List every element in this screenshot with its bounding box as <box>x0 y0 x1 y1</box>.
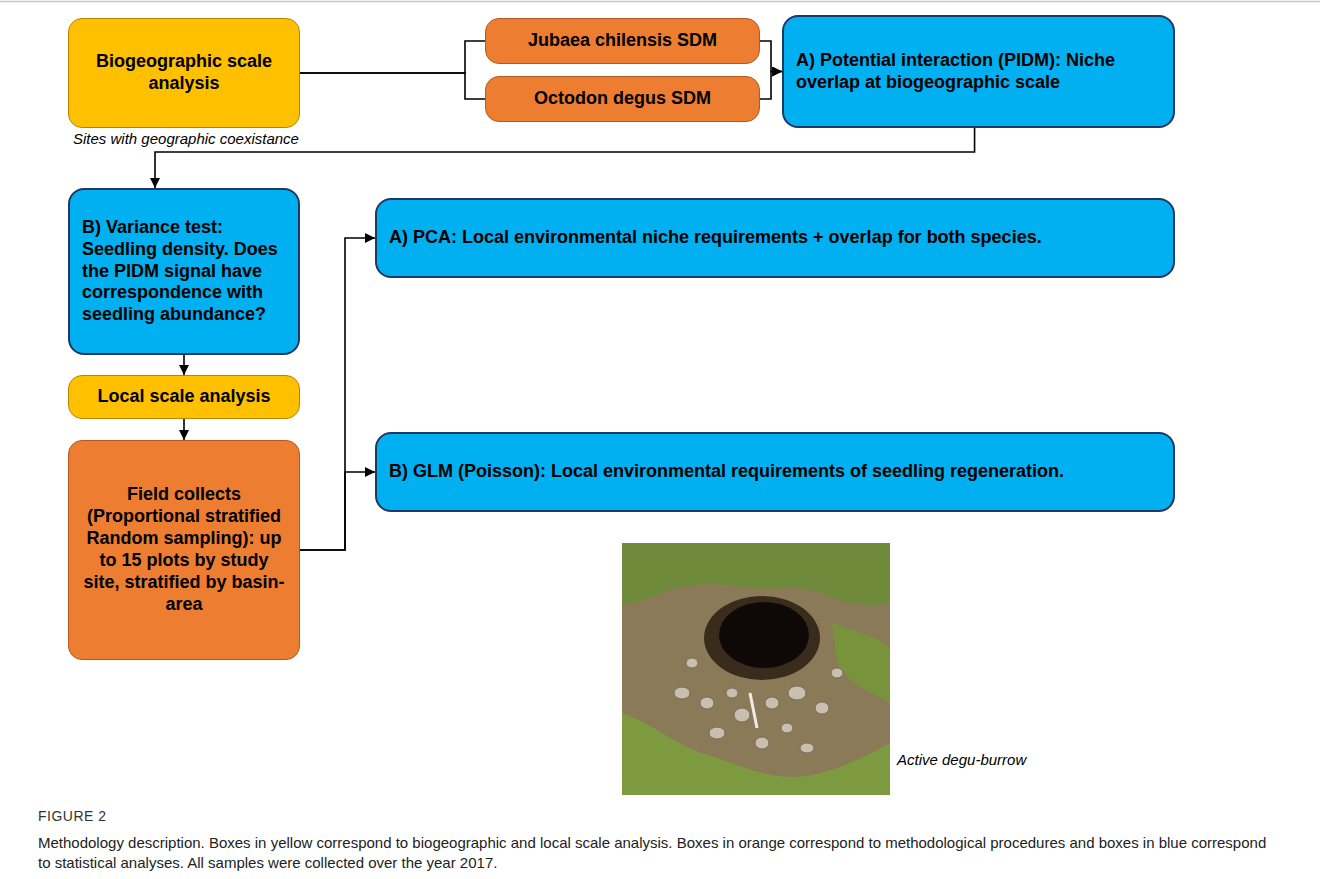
box-text: A) PCA: Local environmental niche requir… <box>389 227 1042 249</box>
procedure-box: Field collects (Proportional stratified … <box>68 440 300 660</box>
frame-line <box>0 1 1320 3</box>
connector <box>300 472 375 550</box>
box-text: Local scale analysis <box>97 386 270 408</box>
figure-number: FIGURE 2 <box>38 808 107 824</box>
procedure-box: Jubaea chilensis SDM <box>485 18 760 64</box>
edge-label: Sites with geographic coexistance <box>71 130 301 147</box>
analysis-box: A) Potential interaction (PIDM): Niche o… <box>782 15 1175 128</box>
photo-caption: Active degu-burrow <box>897 751 1026 768</box>
scale-box: Biogeographic scale analysis <box>68 18 300 128</box>
connector <box>300 238 375 550</box>
connector <box>300 73 485 99</box>
pebbles <box>674 658 843 753</box>
box-text: B) Variance test: Seedling density. Does… <box>82 217 286 327</box>
grass <box>622 543 890 605</box>
twig <box>750 693 757 728</box>
grass <box>832 623 890 703</box>
analysis-box: A) PCA: Local environmental niche requir… <box>375 198 1175 278</box>
burrow-photo <box>622 543 890 795</box>
analysis-box: B) Variance test: Seedling density. Does… <box>68 188 300 355</box>
connector <box>760 41 782 72</box>
connector <box>183 355 185 375</box>
procedure-box: Octodon degus SDM <box>485 76 760 122</box>
frame-line <box>0 0 1320 4</box>
analysis-box: B) GLM (Poisson): Local environmental re… <box>375 432 1175 512</box>
box-text: Biogeographic scale analysis <box>81 51 287 95</box>
ground <box>622 543 890 795</box>
connector <box>760 72 782 100</box>
burrow-rim <box>704 596 820 680</box>
scale-box: Local scale analysis <box>68 375 300 419</box>
box-text: Field collects (Proportional stratified … <box>81 484 287 616</box>
box-text: Octodon degus SDM <box>534 88 711 110</box>
burrow-hole <box>719 602 809 668</box>
box-text: B) GLM (Poisson): Local environmental re… <box>389 461 1064 483</box>
figure-caption: Methodology description. Boxes in yellow… <box>38 833 1278 874</box>
box-text: Jubaea chilensis SDM <box>528 30 717 52</box>
box-text: A) Potential interaction (PIDM): Niche o… <box>796 50 1161 94</box>
connector <box>300 41 485 73</box>
connector <box>183 419 185 440</box>
